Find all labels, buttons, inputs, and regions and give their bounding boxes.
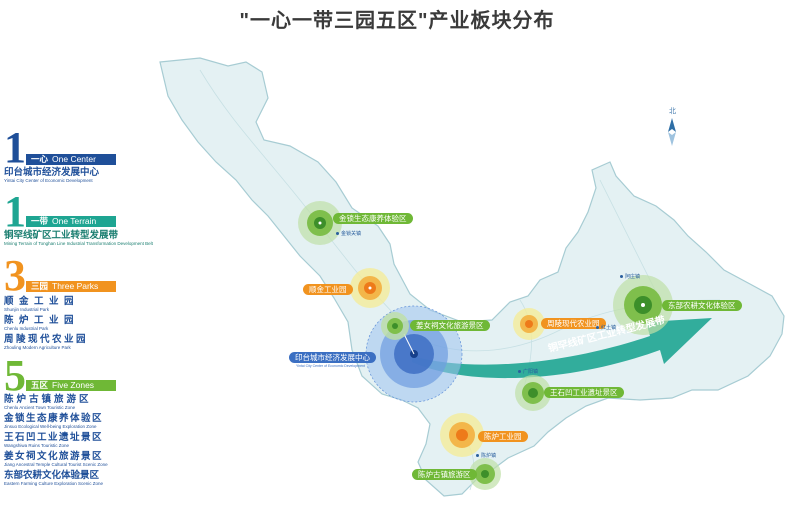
legend-item-cn: 王石凹工业遗址景区 bbox=[4, 432, 104, 443]
legend-belt-bar-en: One Terrain bbox=[52, 216, 97, 226]
transformation-belt-arrow bbox=[412, 318, 712, 379]
page-title: "一心一带三园五区"产业板块分布 bbox=[239, 10, 555, 32]
legend-zones-items: 陈炉古镇旅游区 Chenlu Ancient Town Touristic Zo… bbox=[4, 394, 116, 489]
node-jinsuo bbox=[298, 201, 342, 245]
label-zhouling: 周陵现代农业园 bbox=[541, 318, 606, 329]
label-wangshiwa: 王石凹工业遗址景区 bbox=[544, 387, 624, 398]
legend-belt-bar-cn: 一带 bbox=[31, 216, 49, 226]
legend-item-en: Eastern Farming Culture Exploration Scen… bbox=[4, 481, 104, 486]
place-p3: 阿庄镇 bbox=[620, 273, 640, 280]
legend-item-cn: 铜罕线矿区工业转型发展带 bbox=[4, 230, 119, 241]
legend-zones-bar-cn: 五区 bbox=[31, 380, 49, 390]
node-chenlu-park bbox=[440, 413, 484, 457]
legend-center-items: 印台城市经济发展中心 Yintai City Center of Economi… bbox=[4, 167, 116, 186]
legend-center-bar-cn: 一心 bbox=[31, 154, 49, 164]
label-shunjin: 顺金工业园 bbox=[303, 284, 353, 295]
place-p1: 金锁关镇 bbox=[336, 230, 361, 237]
legend-item-en: Shunjin Industrial Park bbox=[4, 307, 50, 312]
legend-item-cn: 陈炉工业园 bbox=[4, 315, 80, 326]
node-jiangnv bbox=[381, 312, 409, 340]
legend-item-en: Yintai City Center of Economic Developme… bbox=[4, 178, 93, 183]
label-jinsuo: 金锁生态康养体验区 bbox=[333, 213, 413, 224]
legend-parks-bar-cn: 三园 bbox=[31, 281, 49, 291]
legend-parks-items: 顺金工业园 Shunjin Industrial Park 陈炉工业园 Chen… bbox=[4, 296, 116, 353]
legend-item-cn: 姜女祠文化旅游景区 bbox=[4, 451, 104, 462]
legend-center-number: 1 bbox=[4, 123, 26, 172]
legend-zones-bar-en: Five Zones bbox=[52, 380, 95, 390]
north-arrow-icon bbox=[668, 118, 676, 146]
legend-item-cn: 周陵现代农业园 bbox=[4, 334, 89, 345]
legend-item-cn: 东部农耕文化体验景区 bbox=[4, 470, 100, 481]
legend-item-cn: 金锁生态康养体验区 bbox=[4, 413, 104, 424]
legend-zones-number: 5 bbox=[4, 351, 26, 400]
legend-belt-number: 1 bbox=[4, 187, 26, 236]
legend-item-en: Jiang Ancestral Temple Cultural Tourist … bbox=[4, 462, 108, 467]
label-jiangnv: 姜女祠文化旅游景区 bbox=[410, 320, 490, 331]
node-wangshiwa bbox=[515, 375, 551, 411]
north-label: 北 bbox=[669, 108, 676, 115]
legend-item-en: Mining Terrain of Tonghan Line Industria… bbox=[4, 241, 153, 246]
place-p2: 红土镇 bbox=[596, 324, 616, 331]
place-p5: 陈炉镇 bbox=[476, 452, 496, 459]
node-dongbu bbox=[613, 275, 673, 335]
label-chenlu-park: 陈炉工业园 bbox=[478, 431, 528, 442]
legend-parks-number: 3 bbox=[4, 251, 26, 300]
legend-parks-bar-en: Three Parks bbox=[52, 281, 99, 291]
legend-item-en: Chenlu Industrial Park bbox=[4, 326, 49, 331]
legend-item-cn: 陈炉古镇旅游区 bbox=[4, 394, 92, 405]
legend-item-cn: 印台城市经济发展中心 bbox=[4, 167, 100, 178]
legend-item-en: Chenlu Ancient Town Touristic Zone bbox=[4, 405, 76, 410]
node-zhouling bbox=[513, 308, 545, 340]
place-p4: 广阳镇 bbox=[518, 368, 538, 375]
label-economic-center-en: Yintai City Center of Economic Developme… bbox=[296, 364, 365, 368]
node-shunjin bbox=[350, 268, 390, 308]
label-dongbu: 东部农耕文化体验区 bbox=[662, 300, 742, 311]
legend-belt-items: 铜罕线矿区工业转型发展带 Mining Terrain of Tonghan L… bbox=[4, 230, 153, 249]
legend-item-en: Wangshiwa Ruins Touristic Zone bbox=[4, 443, 70, 448]
label-chenlu-zone: 陈炉古镇旅游区 bbox=[412, 469, 477, 480]
legend-item-cn: 顺金工业园 bbox=[4, 296, 80, 307]
node-chenlu-zone bbox=[469, 458, 501, 490]
legend-center-bar-en: One Center bbox=[52, 154, 96, 164]
region-boundary bbox=[159, 57, 785, 497]
legend-item-en: Jinsuo Ecological Well-being Exploration… bbox=[4, 424, 97, 429]
label-economic-center: 印台城市经济发展中心 bbox=[289, 352, 376, 363]
legend-item-en: Zhouling Modern Agriculture Park bbox=[4, 345, 71, 350]
